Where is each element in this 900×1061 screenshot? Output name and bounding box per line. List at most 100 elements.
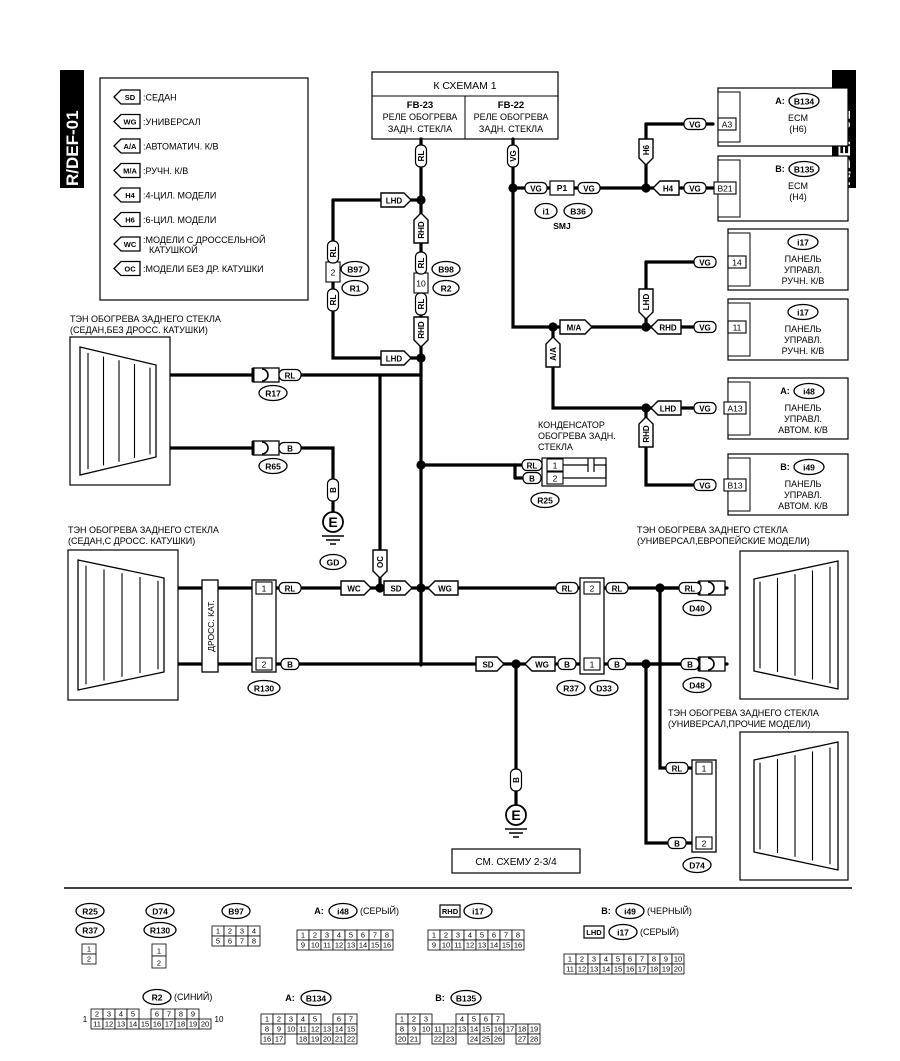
connector-text: i49 — [624, 906, 636, 916]
pill-text: VG — [689, 120, 701, 129]
pin-num: 20 — [674, 965, 682, 974]
wire-color-label: B — [280, 657, 300, 671]
pin-num: 17 — [638, 965, 646, 974]
connector-oval — [258, 457, 288, 475]
wire-color-label: RL — [555, 581, 579, 595]
arrow-tag: WG — [524, 656, 556, 672]
wire-color-label: B — [509, 768, 523, 792]
pill-text: VG — [699, 404, 711, 413]
connector-id: D48 — [682, 676, 712, 694]
connector-oval — [787, 233, 819, 251]
choke-label: ДРОСС. КАТ. — [206, 600, 216, 651]
pinout-prefix: A: — [314, 906, 324, 916]
arrow-shape — [427, 580, 459, 596]
heater-frame — [739, 731, 849, 881]
connector-oval — [793, 382, 825, 400]
arrow-tag: RHD — [413, 316, 429, 348]
wire-color-label: RL — [278, 581, 302, 595]
pin-text: 10 — [416, 278, 426, 288]
pill — [414, 251, 428, 275]
plug-arc — [261, 441, 269, 455]
connector-oval — [340, 260, 370, 278]
pin-num: 14 — [470, 1025, 478, 1034]
pin-num: 13 — [323, 1025, 331, 1034]
arrow-shape — [650, 319, 682, 335]
junction-dot — [641, 659, 651, 669]
pill — [278, 368, 302, 382]
pin-rect — [255, 657, 273, 671]
legend-code: WC — [124, 240, 137, 249]
legend-tag — [113, 113, 141, 130]
smj-connector: P1 — [549, 180, 575, 196]
pin-num: 21 — [410, 1035, 418, 1044]
wire-color-label: VG — [693, 401, 717, 415]
module-line3: АВТОМ. К/В — [778, 425, 828, 435]
pinout-connector-id: D74 — [145, 902, 175, 920]
connector-oval — [319, 553, 347, 571]
svg-text:ЗАДН. СТЕКЛА: ЗАДН. СТЕКЛА — [479, 124, 543, 134]
pill-text: RL — [685, 584, 696, 593]
module-prefix: B: — [775, 164, 785, 174]
ground-circle — [505, 804, 527, 826]
arrow-shape — [475, 656, 505, 672]
module-line2: УПРАВЛ. — [784, 414, 822, 424]
svg-text:(УНИВЕРСАЛ,ПРОЧИЕ МОДЕЛИ): (УНИВЕРСАЛ,ПРОЧИЕ МОДЕЛИ) — [668, 719, 810, 729]
pill-text: VG — [583, 184, 595, 193]
pin-num: 14 — [129, 1020, 137, 1029]
pill-text: RL — [527, 461, 538, 470]
connector-text: R17 — [265, 388, 281, 398]
pin-num: 6 — [492, 931, 496, 940]
connector-id: i1 — [534, 202, 558, 220]
connector-text: B135 — [456, 993, 477, 1003]
connector-id: R2 — [432, 279, 460, 297]
arrow-label: SD — [482, 660, 493, 669]
wire-color-label: B — [522, 471, 542, 485]
module-connector-id: i48 — [793, 382, 825, 400]
heater-frame — [739, 550, 849, 700]
arrow-tag: SD — [383, 580, 413, 596]
junction-dot — [641, 403, 651, 413]
connector-text: R37 — [563, 683, 579, 693]
module-prefix: A: — [780, 386, 790, 396]
pin-box: 2 — [325, 261, 341, 283]
pin-num: 11 — [93, 1020, 101, 1029]
pin-num: 11 — [454, 941, 462, 950]
pin-num: 12 — [578, 965, 586, 974]
pin-box: 11 — [727, 320, 747, 334]
svg-text:(УНИВЕРСАЛ,ЕВРОПЕЙСКИЕ МОДЕЛИ): (УНИВЕРСАЛ,ЕВРОПЕЙСКИЕ МОДЕЛИ) — [637, 535, 810, 546]
pin-box: 1 — [255, 581, 273, 595]
pin-num: 14 — [490, 941, 498, 950]
smj-box — [549, 180, 575, 196]
wire-color-label: VG — [693, 320, 717, 334]
heater-frame — [67, 549, 179, 701]
pin-num: 2 — [228, 927, 232, 936]
pill — [683, 117, 707, 131]
pin-rect — [695, 836, 713, 850]
arrow-label: SD — [390, 584, 401, 593]
ground-circle — [322, 511, 344, 533]
pin-num: 18 — [518, 1025, 526, 1034]
plug — [697, 580, 726, 596]
arrow-tag: WG — [427, 580, 459, 596]
pin-num: 11 — [323, 941, 331, 950]
wire-color-label: B — [667, 836, 687, 850]
pin-text: B13 — [727, 480, 742, 490]
connector-oval — [75, 902, 105, 920]
pinout-connector-id: i49 — [615, 902, 645, 920]
pin-box: B21 — [713, 181, 737, 195]
pin-num: 1 — [432, 931, 436, 940]
pin-num: 11 — [299, 1025, 307, 1034]
wire-color-label: RL — [665, 761, 689, 775]
pin-num: 15 — [482, 1025, 490, 1034]
connector-text: B134 — [306, 993, 327, 1003]
arrow-label: RHD — [642, 425, 651, 443]
connector-id: B36 — [563, 202, 593, 220]
arrow-tag: RHD — [638, 416, 654, 448]
rhd-text: RHD — [442, 907, 459, 916]
pinout-prefix: B: — [435, 993, 445, 1003]
wire-color-label: RL — [326, 288, 340, 312]
module-line1: ПАНЕЛЬ — [785, 403, 822, 413]
